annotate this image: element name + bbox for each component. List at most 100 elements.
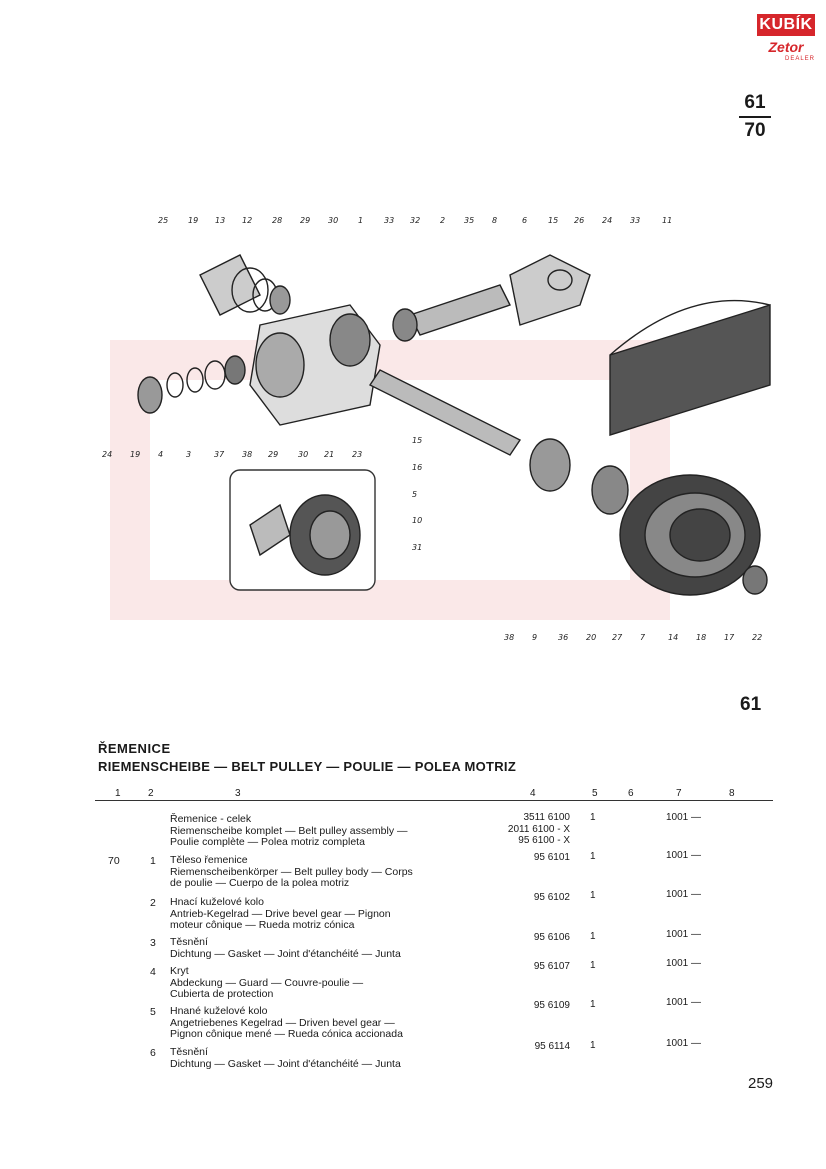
label-5: 5 <box>412 490 417 499</box>
group-number: 70 <box>108 855 120 867</box>
part-number: 95 6101 <box>533 852 570 863</box>
label-13: 13 <box>215 216 225 225</box>
page-number: 259 <box>748 1075 774 1092</box>
label-17: 17 <box>724 633 735 642</box>
label-27: 27 <box>612 633 623 642</box>
label-37: 37 <box>214 450 225 459</box>
quantity: 1 <box>590 999 596 1010</box>
part-number: 95 6109 <box>533 1000 570 1011</box>
position-number: 2 <box>150 897 156 909</box>
label-21: 21 <box>324 450 334 459</box>
part-number: 95 6102 <box>533 892 570 903</box>
col-header-3: 3 <box>235 788 241 799</box>
label-14: 14 <box>668 633 678 642</box>
label-26: 26 <box>574 216 584 225</box>
page-fraction: 61 70 <box>735 92 775 142</box>
label-19b: 19 <box>130 450 140 459</box>
label-6: 6 <box>522 216 527 225</box>
label-15b: 15 <box>412 436 422 445</box>
label-33b: 33 <box>630 216 640 225</box>
col-header-1: 1 <box>115 788 121 799</box>
col-header-4: 4 <box>530 788 536 799</box>
exploded-diagram: 25 19 13 12 28 29 30 1 33 32 2 35 8 6 15… <box>102 216 771 642</box>
label-36: 36 <box>558 633 568 642</box>
label-3: 3 <box>186 450 191 459</box>
quantity: 1 <box>590 890 596 901</box>
col-header-5: 5 <box>592 788 598 799</box>
label-12: 12 <box>242 216 252 225</box>
position-number: 1 <box>150 855 156 867</box>
label-18: 18 <box>696 633 706 642</box>
table-row: Těsnění Dichtung — Gasket — Joint d'étan… <box>170 1046 401 1070</box>
label-28: 28 <box>272 216 282 225</box>
label-38b: 38 <box>504 633 514 642</box>
label-29b: 29 <box>268 450 278 459</box>
label-23: 23 <box>352 450 362 459</box>
table-row: Těsnění Dichtung — Gasket — Joint d'étan… <box>170 936 401 960</box>
table-row: Kryt Abdeckung — Guard — Couvre-poulie —… <box>170 965 364 1000</box>
quantity: 1 <box>590 851 596 862</box>
logo-sub: Zetor <box>768 39 804 55</box>
label-20: 20 <box>586 633 596 642</box>
quantity: 1 <box>590 812 596 823</box>
title-cz: ŘEMENICE <box>98 741 171 756</box>
table-row: Hnací kuželové kolo Antrieb-Kegelrad — D… <box>170 896 391 931</box>
label-33: 33 <box>384 216 394 225</box>
serial-from: 1001 — <box>666 1038 702 1049</box>
quantity: 1 <box>590 931 596 942</box>
position-number: 4 <box>150 966 156 978</box>
quantity: 1 <box>590 1040 596 1051</box>
part-number: 95 6114 <box>534 1041 570 1052</box>
header-rule <box>95 800 773 801</box>
label-24: 24 <box>602 216 612 225</box>
position-number: 5 <box>150 1006 156 1018</box>
part-number: 95 6106 <box>533 932 570 943</box>
serial-from: 1001 — <box>666 997 702 1008</box>
label-25: 25 <box>158 216 168 225</box>
part-number: 95 6107 <box>533 961 570 972</box>
label-22: 22 <box>752 633 762 642</box>
logo-sub2: DEALER <box>784 56 815 62</box>
serial-from: 1001 — <box>666 812 702 823</box>
col-header-8: 8 <box>729 788 735 799</box>
serial-from: 1001 — <box>666 929 702 940</box>
label-11: 11 <box>662 216 672 225</box>
serial-from: 1001 — <box>666 850 702 861</box>
col-header-2: 2 <box>148 788 154 799</box>
col-header-6: 6 <box>628 788 634 799</box>
part-number: 3511 6100 2011 6100 - X 95 6100 - X <box>507 812 570 846</box>
col-header-7: 7 <box>676 788 682 799</box>
fraction-top: 61 <box>744 92 766 113</box>
title-multilingual: RIEMENSCHEIBE — BELT PULLEY — POULIE — P… <box>98 759 517 774</box>
fraction-line <box>739 116 771 118</box>
label-1: 1 <box>358 216 363 225</box>
label-24b: 24 <box>102 450 112 459</box>
logo-brand: KUBÍK <box>759 16 813 33</box>
label-7: 7 <box>640 633 646 642</box>
serial-from: 1001 — <box>666 889 702 900</box>
logo-red-band <box>757 14 815 36</box>
label-8: 8 <box>492 216 497 225</box>
position-number: 3 <box>150 937 156 949</box>
label-31: 31 <box>412 543 422 552</box>
label-16: 16 <box>412 463 422 472</box>
label-29: 29 <box>300 216 310 225</box>
quantity: 1 <box>590 960 596 971</box>
table-row: Hnané kuželové kolo Angetriebenes Kegelr… <box>170 1005 403 1040</box>
table-row: Řemenice - celek Riemenscheibe komplet —… <box>170 813 408 848</box>
label-19: 19 <box>188 216 198 225</box>
label-35: 35 <box>464 216 474 225</box>
label-30b: 30 <box>298 450 308 459</box>
section-number: 61 <box>740 694 762 715</box>
label-2: 2 <box>440 216 445 225</box>
table-row: Těleso řemenice Riemenscheibenkörper — B… <box>170 854 413 889</box>
label-10: 10 <box>412 516 422 525</box>
label-15: 15 <box>548 216 558 225</box>
label-38: 38 <box>242 450 252 459</box>
label-4: 4 <box>158 450 163 459</box>
position-number: 6 <box>150 1047 156 1059</box>
label-9: 9 <box>532 633 537 642</box>
serial-from: 1001 — <box>666 958 702 969</box>
dealer-logo: KUBÍK Zetor DEALER <box>757 14 815 64</box>
fraction-bottom: 70 <box>744 120 766 141</box>
